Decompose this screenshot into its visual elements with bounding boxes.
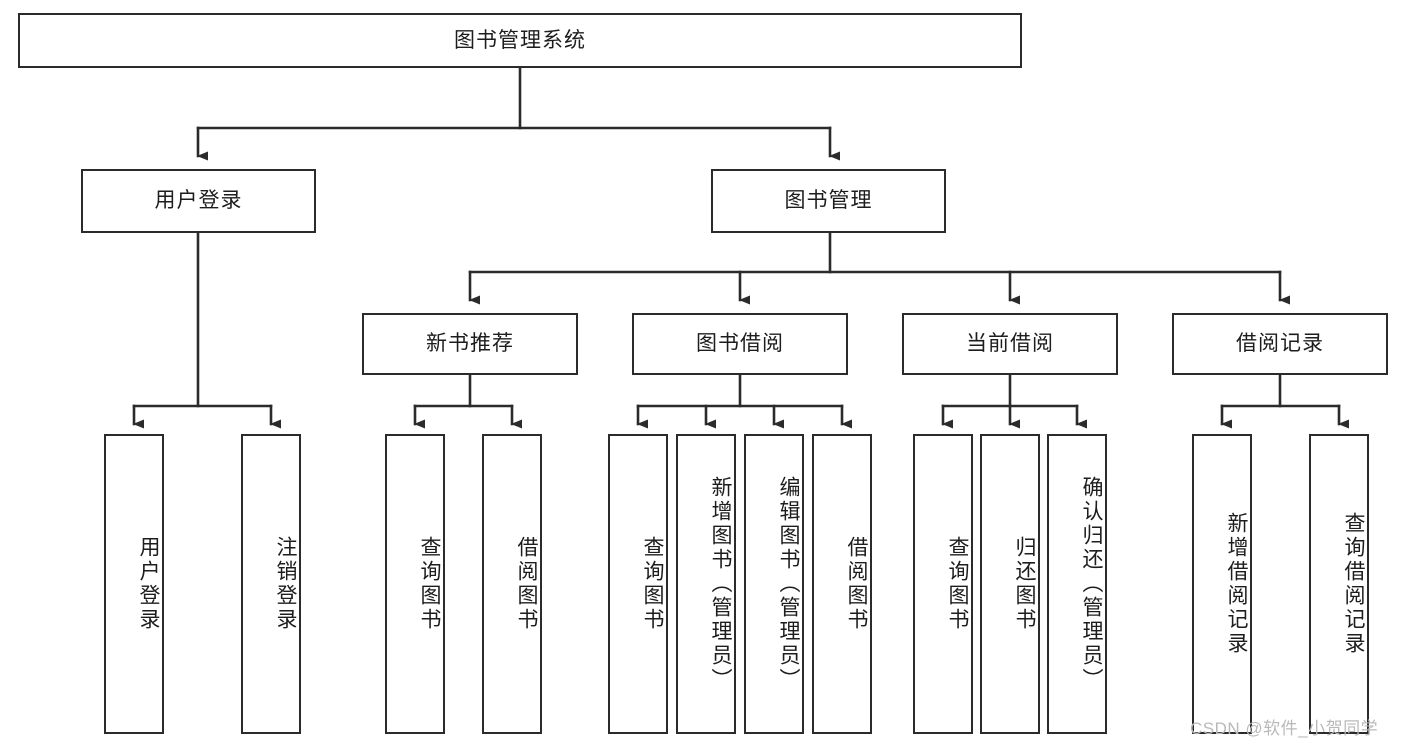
node-label: 注销登录 xyxy=(274,536,297,632)
leaf-borrow-query-book[interactable]: 查询图书 xyxy=(608,434,668,734)
node-label: 查询借阅记录 xyxy=(1342,512,1365,656)
node-label: 用户登录 xyxy=(137,536,160,632)
leaf-records-add-record[interactable]: 新增借阅记录 xyxy=(1192,434,1252,734)
node-label: 归还图书 xyxy=(1013,536,1036,632)
leaf-borrow-add-book-admin[interactable]: 新增图书（管理员） xyxy=(676,434,736,734)
node-new-book-recommend[interactable]: 新书推荐 xyxy=(362,313,578,375)
csdn-watermark: CSDN @软件_小贺同学 xyxy=(1190,719,1379,738)
leaf-borrow-edit-book-admin[interactable]: 编辑图书（管理员） xyxy=(744,434,804,734)
node-root-system[interactable]: 图书管理系统 xyxy=(18,13,1022,68)
leaf-user-login-login[interactable]: 用户登录 xyxy=(104,434,164,734)
node-label: 确认归还（管理员） xyxy=(1080,476,1103,692)
leaf-current-confirm-return-admin[interactable]: 确认归还（管理员） xyxy=(1047,434,1107,734)
node-book-borrow[interactable]: 图书借阅 xyxy=(632,313,848,375)
node-label: 新增图书（管理员） xyxy=(709,476,732,692)
leaf-records-query-record[interactable]: 查询借阅记录 xyxy=(1309,434,1369,734)
leaf-recommend-borrow-book[interactable]: 借阅图书 xyxy=(482,434,542,734)
node-label: 查询图书 xyxy=(946,536,969,632)
node-label: 用户登录 xyxy=(154,189,243,213)
node-label: 编辑图书（管理员） xyxy=(777,476,800,692)
node-label: 图书管理系统 xyxy=(454,28,586,52)
node-label: 查询图书 xyxy=(418,536,441,632)
node-label: 图书借阅 xyxy=(696,332,784,356)
node-label: 新增借阅记录 xyxy=(1225,512,1248,656)
node-label: 借阅记录 xyxy=(1236,332,1324,356)
leaf-borrow-borrow-book[interactable]: 借阅图书 xyxy=(812,434,872,734)
node-book-management[interactable]: 图书管理 xyxy=(711,169,946,233)
node-label: 借阅图书 xyxy=(515,536,538,632)
node-label: 借阅图书 xyxy=(845,536,868,632)
node-borrow-records[interactable]: 借阅记录 xyxy=(1172,313,1388,375)
leaf-recommend-query-book[interactable]: 查询图书 xyxy=(385,434,445,734)
node-label: 图书管理 xyxy=(784,189,873,213)
node-label: 新书推荐 xyxy=(426,332,514,356)
node-current-borrow[interactable]: 当前借阅 xyxy=(902,313,1118,375)
leaf-current-return-book[interactable]: 归还图书 xyxy=(980,434,1040,734)
node-label: 当前借阅 xyxy=(966,332,1054,356)
node-user-login[interactable]: 用户登录 xyxy=(81,169,316,233)
leaf-user-login-logout[interactable]: 注销登录 xyxy=(241,434,301,734)
node-label: 查询图书 xyxy=(641,536,664,632)
leaf-current-query-book[interactable]: 查询图书 xyxy=(913,434,973,734)
